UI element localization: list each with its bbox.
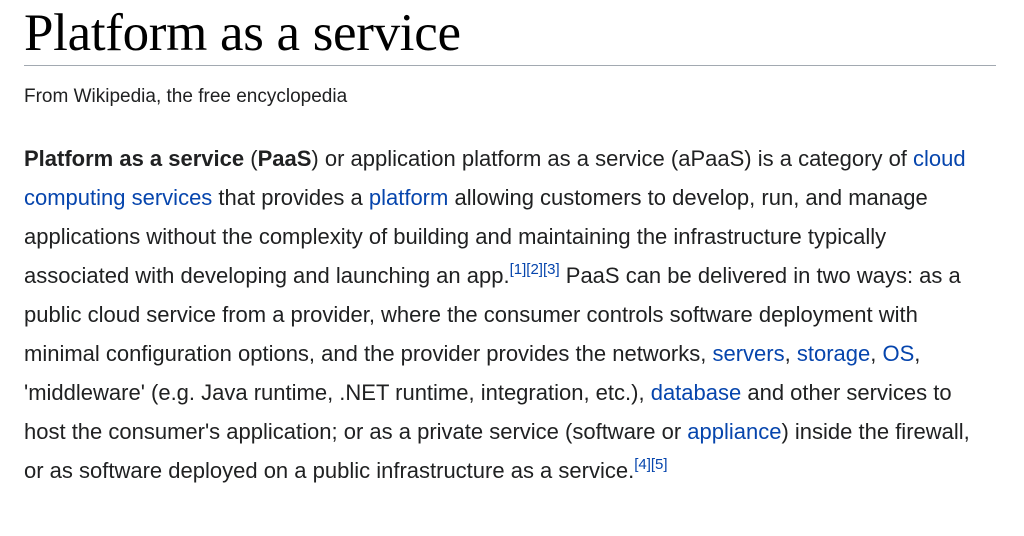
bold-term-paas: PaaS — [257, 146, 312, 171]
citation-4[interactable]: [4] — [634, 456, 651, 473]
paragraph-text: , 'middleware' (e.g. Java runtime, .NET … — [24, 341, 921, 405]
paragraph-text: ) or application platform as a service (… — [311, 146, 914, 171]
link-appliance[interactable]: appliance — [687, 419, 782, 444]
link-storage[interactable]: storage — [796, 341, 871, 366]
site-tagline: From Wikipedia, the free encyclopedia — [24, 86, 348, 107]
citation-1[interactable]: [1] — [509, 261, 527, 278]
link-os[interactable]: OS — [882, 341, 915, 366]
paragraph-text: , — [870, 341, 883, 366]
page-title: Platform as a service — [24, 4, 461, 62]
link-database[interactable]: database — [650, 380, 742, 405]
link-servers[interactable]: servers — [712, 341, 785, 366]
citation-refs-1-3: [1][2][3] — [510, 261, 560, 278]
paragraph-text: , — [784, 341, 797, 366]
citation-2[interactable]: [2] — [526, 261, 543, 278]
citation-5[interactable]: [5] — [650, 456, 668, 473]
paragraph-text: PaaS can be delivered in two ways: as a … — [24, 263, 961, 366]
link-platform[interactable]: platform — [368, 185, 449, 210]
article-content: Platform as a service From Wikipedia, th… — [24, 0, 996, 512]
paragraph-text: allowing customers to develop, run, and … — [24, 185, 928, 288]
citation-refs-4-5: [4][5] — [634, 456, 667, 473]
bold-term-platform-as-a-service: Platform as a service — [24, 146, 245, 171]
paragraph-text: ( — [244, 146, 258, 171]
title-divider — [24, 65, 996, 66]
lead-paragraph: Platform as a service (PaaS) or applicat… — [24, 139, 992, 490]
paragraph-text: and other services to host the consumer'… — [24, 380, 952, 444]
citation-3[interactable]: [3] — [542, 261, 560, 278]
paragraph-text: ) inside the firewall, or as software de… — [24, 419, 970, 483]
link-cloud-computing-services[interactable]: cloud computing services — [24, 146, 966, 210]
paragraph-text: that provides a — [212, 185, 369, 210]
